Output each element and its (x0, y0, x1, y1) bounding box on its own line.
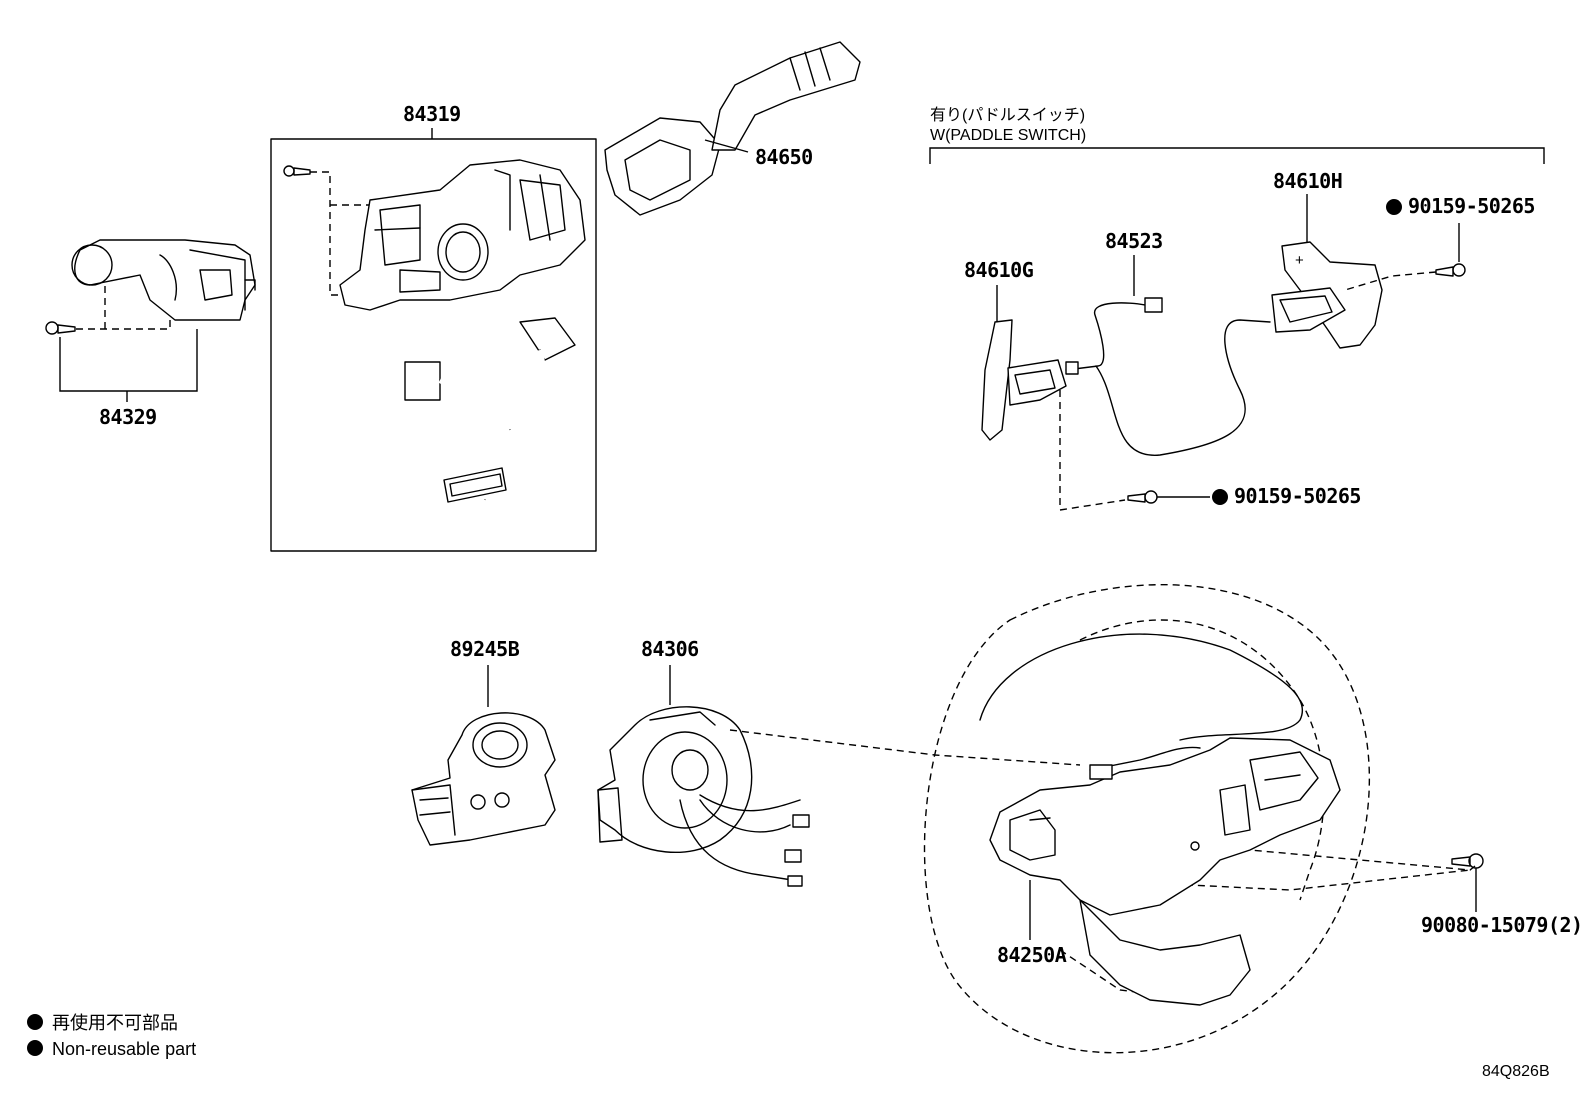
paddle-switch-header-en: W(PADDLE SWITCH) (930, 127, 1086, 144)
part-number-84650: 84650 (755, 145, 813, 169)
steering-pad-switch-84250A (989, 737, 1341, 1006)
left-paddle-switch-84610G (981, 285, 1067, 441)
part-number-84306: 84306 (641, 637, 699, 661)
part-number-84610H: 84610H (1273, 169, 1342, 193)
bolt-icon (1451, 853, 1484, 869)
legend: 再使用不可部品 Non-reusable part (27, 1013, 196, 1059)
screw-icon (283, 165, 311, 177)
part-number-90080: 90080-15079(2) (1421, 913, 1583, 937)
part-number-84319: 84319 (403, 102, 461, 126)
part-number-84329: 84329 (99, 405, 157, 429)
part-number-84523: 84523 (1105, 229, 1163, 253)
wire-harness (404, 317, 576, 527)
screw-icon (45, 321, 76, 335)
non-reusable-marker (27, 1040, 43, 1056)
non-reusable-marker (1386, 199, 1402, 215)
paddle-wire-84523 (1065, 255, 1271, 456)
turn-signal-switch-84329 (45, 239, 256, 402)
diagram-code: 84Q826B (1482, 1063, 1550, 1080)
right-paddle-switch-84610H: + (1271, 194, 1383, 349)
legend-en: Non-reusable part (52, 1039, 196, 1059)
combination-switch-assembly-84319 (270, 128, 597, 552)
part-number-84610G: 84610G (964, 258, 1034, 282)
wiper-switch-84650 (604, 41, 861, 216)
steering-sensor-89245B (411, 665, 556, 846)
plus-icon: + (1295, 252, 1304, 269)
paddle-switch-header-jp: 有り(パドルスイッチ) (930, 106, 1085, 124)
non-reusable-marker (27, 1014, 43, 1030)
screw-icon (1127, 490, 1158, 504)
part-number-84250A: 84250A (997, 943, 1067, 967)
spiral-cable-84306 (597, 665, 810, 887)
legend-jp: 再使用不可部品 (52, 1013, 178, 1033)
paddle-switch-group: 有り(パドルスイッチ) W(PADDLE SWITCH) 84610G 8452… (929, 106, 1545, 511)
non-reusable-marker (1212, 489, 1228, 505)
screw-icon (1435, 263, 1466, 277)
part-number-90159-bottom: 90159-50265 (1234, 484, 1361, 508)
part-number-90159-right: 90159-50265 (1408, 194, 1535, 218)
part-number-89245B: 89245B (450, 637, 520, 661)
